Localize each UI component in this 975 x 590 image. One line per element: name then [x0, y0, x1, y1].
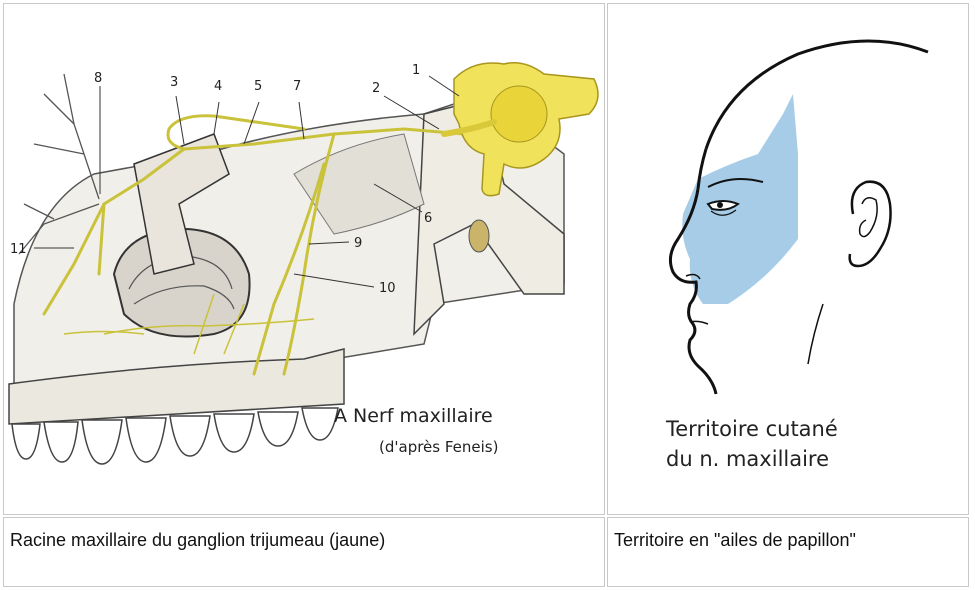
territory-caption-line2: du n. maxillaire — [666, 447, 829, 471]
cutaneous-territory-illustration-cell: Territoire cutané du n. maxillaire — [607, 3, 969, 515]
right-caption-cell: Territoire en "ailes de papillon" — [607, 517, 969, 587]
label-6: 6 — [424, 211, 432, 226]
label-9: 9 — [354, 236, 362, 251]
figure-source: (d'après Feneis) — [379, 438, 498, 456]
maxillary-nerve-illustration: 1 2 3 4 5 6 7 8 9 10 11 A Nerf maxillair… — [4, 4, 604, 514]
territory-caption-line1: Territoire cutané — [665, 417, 838, 441]
label-4: 4 — [214, 79, 222, 94]
maxillary-nerve-illustration-cell: 1 2 3 4 5 6 7 8 9 10 11 A Nerf maxillair… — [3, 3, 605, 515]
label-10: 10 — [379, 281, 396, 296]
label-11: 11 — [10, 242, 27, 257]
label-8: 8 — [94, 71, 102, 86]
label-2: 2 — [372, 81, 380, 96]
label-1: 1 — [412, 63, 420, 78]
label-3: 3 — [170, 75, 178, 90]
label-7: 7 — [293, 79, 301, 94]
left-caption: Racine maxillaire du ganglion trijumeau … — [10, 530, 385, 551]
maxillary-territory-shading — [682, 94, 798, 304]
figure-title: A Nerf maxillaire — [334, 405, 493, 427]
cutaneous-territory-illustration: Territoire cutané du n. maxillaire — [608, 4, 968, 514]
right-caption: Territoire en "ailes de papillon" — [614, 530, 856, 551]
label-5: 5 — [254, 79, 262, 94]
left-caption-cell: Racine maxillaire du ganglion trijumeau … — [3, 517, 605, 587]
